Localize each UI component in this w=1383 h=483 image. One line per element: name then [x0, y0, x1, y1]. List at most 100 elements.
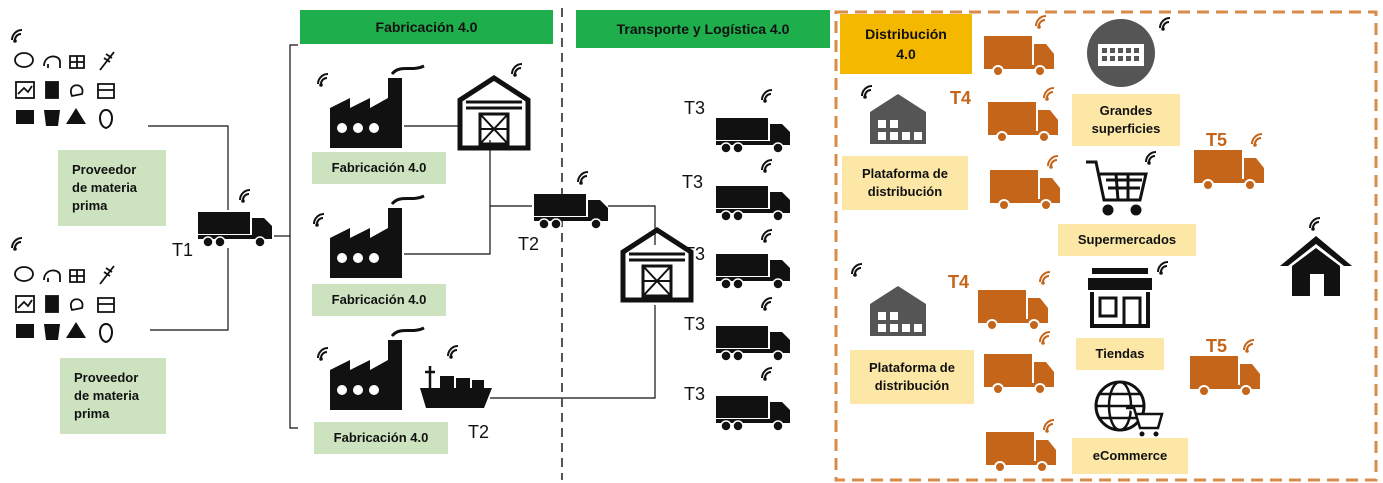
wifi-icon	[317, 347, 329, 362]
wifi-icon	[761, 229, 773, 244]
wifi-icon	[511, 63, 523, 78]
van-icon	[989, 169, 1061, 211]
wifi-icon	[1043, 419, 1055, 434]
platform-box: Plataforma de distribución	[842, 156, 968, 210]
supplier-label-line: prima	[72, 198, 108, 213]
wifi-icon	[1039, 271, 1051, 286]
t4-label: T4	[948, 272, 970, 292]
van-icon	[983, 35, 1055, 77]
wifi-icon	[11, 237, 23, 252]
grandes-superficies-box: Grandes superficies	[1072, 94, 1180, 146]
wifi-icon	[1039, 331, 1051, 346]
wifi-icon	[1243, 339, 1255, 354]
van-icon	[977, 289, 1049, 331]
van-icon	[1193, 149, 1265, 191]
wifi-icon	[577, 171, 589, 186]
factory-label: Fabricación 4.0	[312, 152, 446, 184]
factory-label: Fabricación 4.0	[314, 422, 448, 454]
t5-label: T5	[1206, 336, 1228, 356]
truck-icon	[715, 117, 791, 154]
distribution-border	[834, 10, 1378, 482]
truck-icon	[715, 253, 791, 290]
wifi-icon	[317, 73, 329, 88]
platform-label-line: Plataforma de	[869, 360, 955, 375]
van-icon	[987, 101, 1059, 143]
supplier-label-line: Proveedor	[74, 370, 139, 385]
wifi-icon	[447, 345, 459, 360]
ecommerce-box: eCommerce	[1072, 438, 1188, 474]
store-icon	[1088, 268, 1152, 328]
grandes-superficies-line: Grandes	[1099, 103, 1153, 118]
wifi-icon	[1035, 15, 1047, 30]
wifi-icon	[313, 213, 325, 228]
wifi-icon	[851, 263, 863, 278]
t4-label: T4	[950, 88, 972, 108]
truck-icon	[715, 325, 791, 362]
distribucion-header-line2: 4.0	[896, 46, 916, 62]
truck-icon	[715, 185, 791, 222]
wifi-icon	[761, 89, 773, 104]
factory-label: Fabricación 4.0	[312, 284, 446, 316]
wifi-icon	[861, 85, 873, 100]
distribucion-header-line1: Distribución	[865, 26, 947, 42]
wifi-icon	[239, 189, 251, 204]
wifi-icon	[761, 297, 773, 312]
house-icon	[1280, 236, 1352, 296]
van-icon	[1189, 355, 1261, 397]
raw-material-icon	[11, 29, 23, 44]
t3-label: T3	[684, 384, 706, 404]
platform-box: Plataforma de distribución	[850, 350, 974, 404]
t3-label: T3	[684, 314, 706, 334]
platform-label-line: distribución	[874, 378, 950, 393]
van-icon	[983, 353, 1055, 395]
t3-label: T3	[682, 172, 704, 192]
globe-cart-icon	[1094, 380, 1164, 437]
factory-icon	[328, 326, 426, 412]
shopping-cart-icon	[1086, 160, 1148, 216]
supermercados-box: Supermercados	[1058, 224, 1196, 256]
tiendas-box: Tiendas	[1076, 338, 1164, 370]
t3-label: T3	[684, 244, 706, 264]
t1-label: T1	[172, 240, 194, 260]
wifi-icon	[1309, 217, 1321, 232]
t2-label: T2	[518, 234, 540, 254]
t5-label: T5	[1206, 130, 1228, 150]
connector-lines	[148, 44, 656, 429]
wifi-icon	[761, 159, 773, 174]
supplier-box: Proveedor de materia prima	[60, 358, 166, 434]
t2-label: T2	[468, 422, 490, 442]
wifi-icon	[1157, 261, 1169, 276]
supplier-label-line: Proveedor	[72, 162, 137, 177]
raw-material-icon	[14, 51, 115, 129]
supplier-label-line: prima	[74, 406, 110, 421]
building-icon	[870, 286, 926, 336]
wifi-icon	[761, 367, 773, 382]
wifi-icon	[1251, 133, 1263, 148]
truck-icon	[715, 395, 791, 432]
truck-icon	[533, 193, 609, 230]
platform-label-line: distribución	[867, 184, 943, 199]
factory-icon	[328, 194, 426, 280]
transporte-header: Transporte y Logística 4.0	[576, 10, 830, 48]
fabricacion-header: Fabricación 4.0	[300, 10, 553, 44]
factory-icon	[328, 64, 426, 150]
supplier-box: Proveedor de materia prima	[58, 150, 166, 226]
wifi-icon	[1159, 17, 1171, 32]
warehouse-icon	[460, 78, 528, 148]
wifi-icon	[1043, 87, 1055, 102]
truck-icon	[197, 211, 273, 248]
wifi-icon	[1047, 155, 1059, 170]
grandes-superficies-line: superficies	[1091, 121, 1161, 136]
van-icon	[985, 431, 1057, 473]
building-icon	[1087, 19, 1155, 87]
t3-label: T3	[684, 98, 706, 118]
warehouse-icon	[623, 230, 691, 300]
distribucion-header: Distribución 4.0	[840, 14, 972, 74]
raw-material-icon	[14, 265, 115, 343]
platform-label-line: Plataforma de	[862, 166, 948, 181]
supplier-label-line: de materia	[74, 388, 140, 403]
wifi-icon	[1145, 151, 1157, 166]
building-icon	[870, 94, 926, 144]
